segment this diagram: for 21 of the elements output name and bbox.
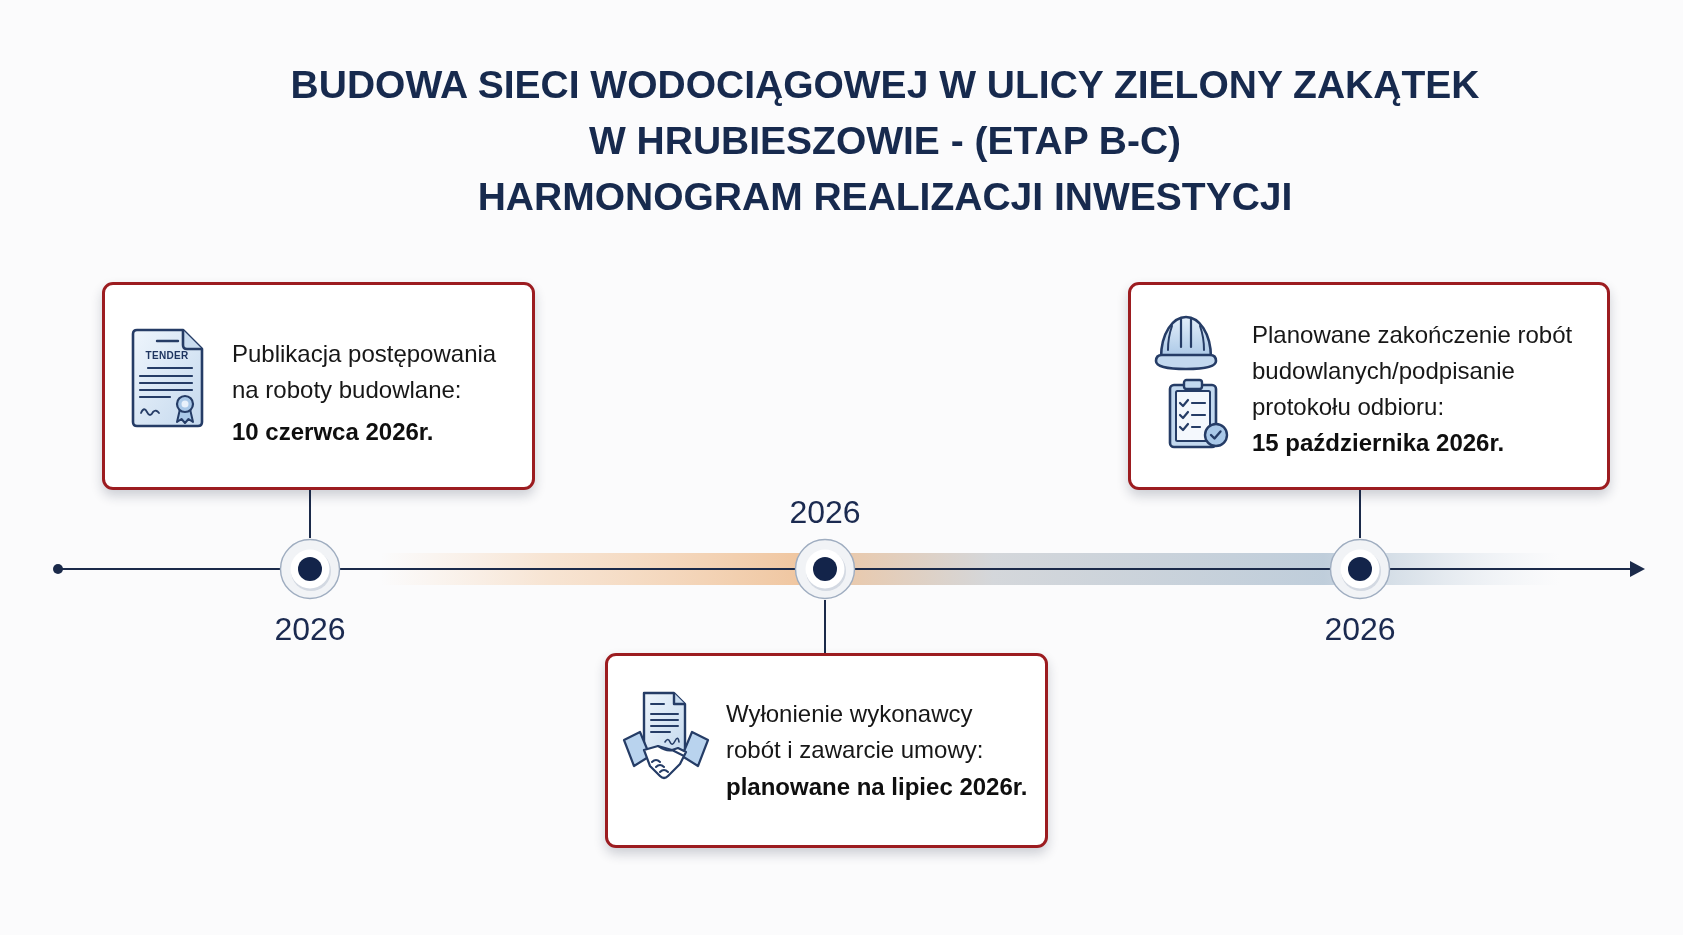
subtitle: HARMONOGRAM REALIZACJI INWESTYCJI <box>477 174 1293 220</box>
milestone-card <box>102 282 535 490</box>
connector-line <box>824 599 826 654</box>
milestone-description: Wyłonienie wykonawcy robót i zawarcie umowy: <box>726 699 985 765</box>
milestone-marker <box>279 538 341 600</box>
milestone-date: 10 czerwca 2026r. <box>232 417 434 447</box>
milestone-card <box>1128 282 1610 490</box>
milestone-date: planowane na lipiec 2026r. <box>726 772 1028 802</box>
connector-line <box>1359 489 1361 539</box>
title: BUDOWA SIECI WODOCIĄGOWEJ W ULICY ZIELONY ZAKĄTEK W HRUBIESZOWIE - (ETAP B-C) <box>289 62 1481 164</box>
milestone-marker <box>794 538 856 600</box>
year-label: 2026 <box>1324 613 1396 645</box>
milestone-description: Planowane zakończenie robót budowlanych/podpisanie protokołu odbioru: <box>1252 320 1574 422</box>
year-label: 2026 <box>789 496 861 528</box>
milestone-description: Publikacja postępowania na roboty budowlane: <box>232 339 498 405</box>
milestone-marker <box>1329 538 1391 600</box>
year-label: 2026 <box>274 613 346 645</box>
document-heading: TENDER <box>145 350 189 361</box>
connector-line <box>309 489 311 539</box>
milestone-card <box>605 653 1048 848</box>
milestone-date: 15 października 2026r. <box>1252 428 1505 458</box>
